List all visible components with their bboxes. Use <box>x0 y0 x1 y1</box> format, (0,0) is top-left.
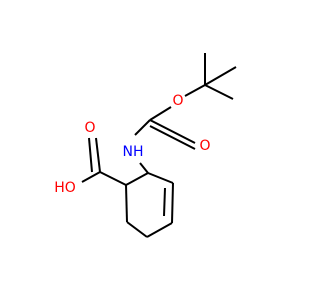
bond-tbutyl-to-ester-oxygen <box>184 84 206 97</box>
bond-lines <box>81 53 237 238</box>
bond-acid-double-b <box>88 137 93 173</box>
bond-ring-c5-c6 <box>146 222 173 238</box>
acid-carbonyl-oxygen-label: O <box>84 120 95 136</box>
hydroxyl-oxygen-label: HO <box>54 180 76 196</box>
boc-carbonyl-oxygen-label: O <box>199 138 210 154</box>
bond-tbutyl-methyl-right <box>204 66 237 86</box>
bond-tbutyl-methyl-lower <box>204 84 234 100</box>
bond-acid-to-hydroxyl <box>81 171 101 183</box>
bond-ester-oxygen-to-carbonyl <box>149 106 172 121</box>
bond-nitrogen-to-ring <box>139 162 149 174</box>
bond-carbonyl-double-a <box>149 119 196 144</box>
bond-ring-to-acid-carbon <box>99 171 127 186</box>
atom-labels: O O NH O HO <box>54 93 210 196</box>
bond-acid-double-a <box>95 137 101 173</box>
bond-ring-c2-c3 <box>125 172 149 186</box>
bond-carbonyl-double-b <box>149 125 196 150</box>
chemical-structure: O O NH O HO <box>54 53 237 238</box>
bond-ring-c1-c2 <box>147 172 174 184</box>
bond-ring-c4-c5 <box>126 221 148 238</box>
bond-ring-c6-c1-double-a <box>171 182 174 224</box>
bond-ring-c6-c1-double-b <box>163 187 166 217</box>
bond-carbonyl-to-nitrogen <box>134 119 151 136</box>
bond-ring-c3-c4 <box>125 184 128 223</box>
amine-nitrogen-label: NH <box>123 144 144 160</box>
boc-ester-oxygen-label: O <box>172 93 183 109</box>
